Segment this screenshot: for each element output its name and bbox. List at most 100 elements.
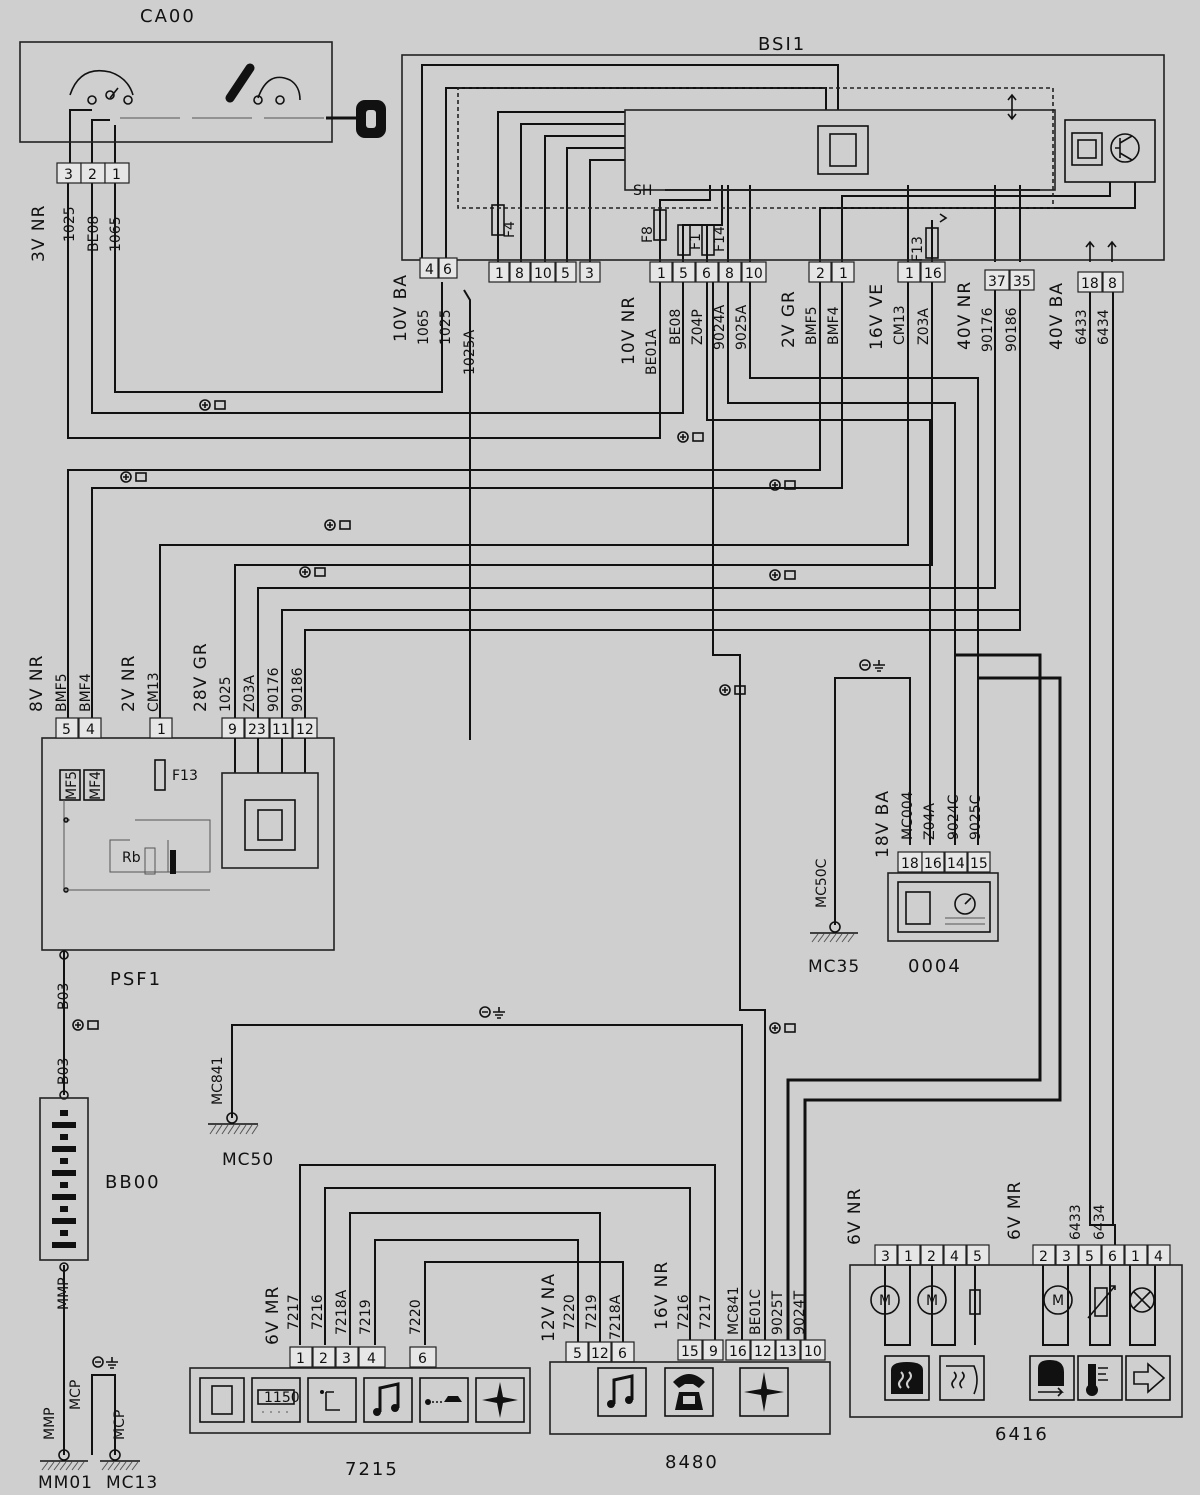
svg-text:9024A: 9024A (712, 304, 728, 350)
svg-text:1025: 1025 (438, 309, 454, 345)
connector-radio-pins: 1 2 3 4 6 (289, 1346, 437, 1368)
svg-text:MC841: MC841 (210, 1056, 226, 1105)
component-label: 6416 (995, 1424, 1049, 1445)
connector-tag: 40V NR (955, 281, 975, 350)
svg-text:Z03A: Z03A (242, 675, 258, 712)
component-label: 0004 (908, 956, 962, 977)
ground-label: MM01 (38, 1473, 93, 1493)
svg-text:7219: 7219 (584, 1294, 600, 1330)
svg-text:MMP: MMP (56, 1277, 72, 1310)
ground-label: MC35 (808, 957, 860, 977)
svg-text:8: 8 (725, 266, 734, 282)
svg-text:4: 4 (367, 1351, 376, 1367)
svg-text:7220: 7220 (562, 1294, 578, 1330)
plus-battery-icon (769, 1022, 796, 1034)
thermometer-icon (1077, 1355, 1123, 1401)
component-label: 8480 (665, 1452, 719, 1473)
svg-text:2: 2 (816, 266, 825, 282)
chip-icon (199, 1377, 245, 1423)
svg-text:14: 14 (947, 856, 965, 872)
svg-text:3: 3 (881, 1249, 890, 1265)
svg-text:MCP: MCP (68, 1380, 84, 1410)
svg-text:23: 23 (248, 722, 266, 738)
svg-text:F13: F13 (172, 768, 198, 784)
connector-tag: 10V BA (391, 274, 411, 342)
connector-psf-b-pins: 1 (149, 717, 173, 739)
svg-text:1065: 1065 (416, 309, 432, 345)
svg-text:1025: 1025 (62, 206, 78, 242)
svg-text:90176: 90176 (266, 667, 282, 712)
plus-battery-icon (769, 479, 796, 491)
air-recirc-icon (1029, 1355, 1075, 1401)
svg-text:2: 2 (88, 167, 97, 183)
compass-star-icon (739, 1367, 789, 1417)
connector-bsi-c-pins: 1 16 (897, 261, 946, 283)
svg-text:16: 16 (924, 856, 942, 872)
svg-text:4: 4 (425, 262, 434, 278)
svg-text:BMF4: BMF4 (78, 673, 94, 712)
connector-clim-b-pins: 2 3 5 6 1 4 (1032, 1244, 1171, 1266)
svg-text:1: 1 (495, 266, 504, 282)
svg-text:1: 1 (296, 1351, 305, 1367)
svg-text:BMF5: BMF5 (804, 306, 820, 345)
svg-text:5: 5 (573, 1346, 582, 1362)
svg-text:M: M (879, 1293, 891, 1309)
svg-text:15: 15 (681, 1344, 699, 1360)
compass-star-icon (475, 1377, 525, 1423)
minus-ground-icon (92, 1356, 118, 1369)
plus-battery-icon (199, 399, 226, 411)
svg-text:3: 3 (585, 266, 594, 282)
svg-text:9: 9 (709, 1344, 718, 1360)
fuse-f13 (925, 227, 939, 259)
svg-text:8: 8 (515, 266, 524, 282)
motor-icon: M (917, 1285, 947, 1315)
svg-text:12: 12 (591, 1346, 609, 1362)
svg-text:2: 2 (927, 1249, 936, 1265)
svg-text:6433: 6433 (1068, 1204, 1084, 1240)
climate-panel-6416: 6V NR 6V MR 6433 6434 3 1 2 4 5 2 3 5 6 (845, 1181, 1183, 1445)
shunt-label: SH (633, 183, 652, 199)
svg-text:90176: 90176 (980, 307, 996, 352)
wires (63, 64, 1156, 1455)
connector-psf-a-pins: 5 4 (55, 717, 102, 739)
svg-text:F1: F1 (688, 233, 704, 250)
svg-text:Z03A: Z03A (916, 308, 932, 345)
svg-text:3: 3 (64, 167, 73, 183)
svg-text:1: 1 (1131, 1249, 1140, 1265)
connector-telematics-a-pins: 5 12 6 (565, 1341, 635, 1363)
svg-text:1: 1 (657, 266, 666, 282)
plus-battery-icon (677, 431, 704, 443)
svg-text:2: 2 (1039, 1249, 1048, 1265)
svg-text:3: 3 (342, 1351, 351, 1367)
transistor-module-icon (1064, 119, 1156, 183)
battery-bb00: B03 B03 BB00 MMP (39, 983, 159, 1310)
svg-text:13: 13 (779, 1344, 797, 1360)
svg-text:MCP: MCP (112, 1410, 128, 1440)
plus-battery-icon (72, 1019, 99, 1031)
connector-tag: 16V NR (652, 1261, 672, 1330)
connector-tag: 3V NR (29, 205, 49, 262)
ignition-key-icon (326, 100, 386, 138)
svg-text:8: 8 (1108, 276, 1117, 292)
fuse-f8 (653, 209, 667, 241)
svg-text:7217: 7217 (698, 1294, 714, 1330)
svg-text:4: 4 (1154, 1249, 1163, 1265)
fuse-mf5 (59, 769, 81, 801)
bsi1-module: BSI1 F4 F8 F1 F14 F13 SH (391, 34, 1165, 375)
minus-ground-icon (859, 659, 885, 672)
svg-text:Z04A: Z04A (922, 803, 938, 840)
rear-defrost-icon (884, 1355, 930, 1401)
svg-text:B03: B03 (56, 983, 72, 1010)
battery-cells-icon (52, 1110, 76, 1248)
svg-text:6434: 6434 (1092, 1204, 1108, 1240)
svg-text:BMF5: BMF5 (54, 673, 70, 712)
connector-tag: 2V NR (119, 655, 139, 712)
resistor-icon (969, 1289, 981, 1315)
switch-contacts-icon (69, 63, 301, 105)
relay-label: Rb (122, 850, 141, 866)
svg-text:7218A: 7218A (608, 1294, 624, 1340)
component-label: CA00 (140, 6, 196, 27)
svg-text:Z04P: Z04P (690, 309, 706, 345)
svg-text:1150: 1150 (264, 1390, 300, 1406)
minus-ground-icon (479, 1006, 505, 1019)
